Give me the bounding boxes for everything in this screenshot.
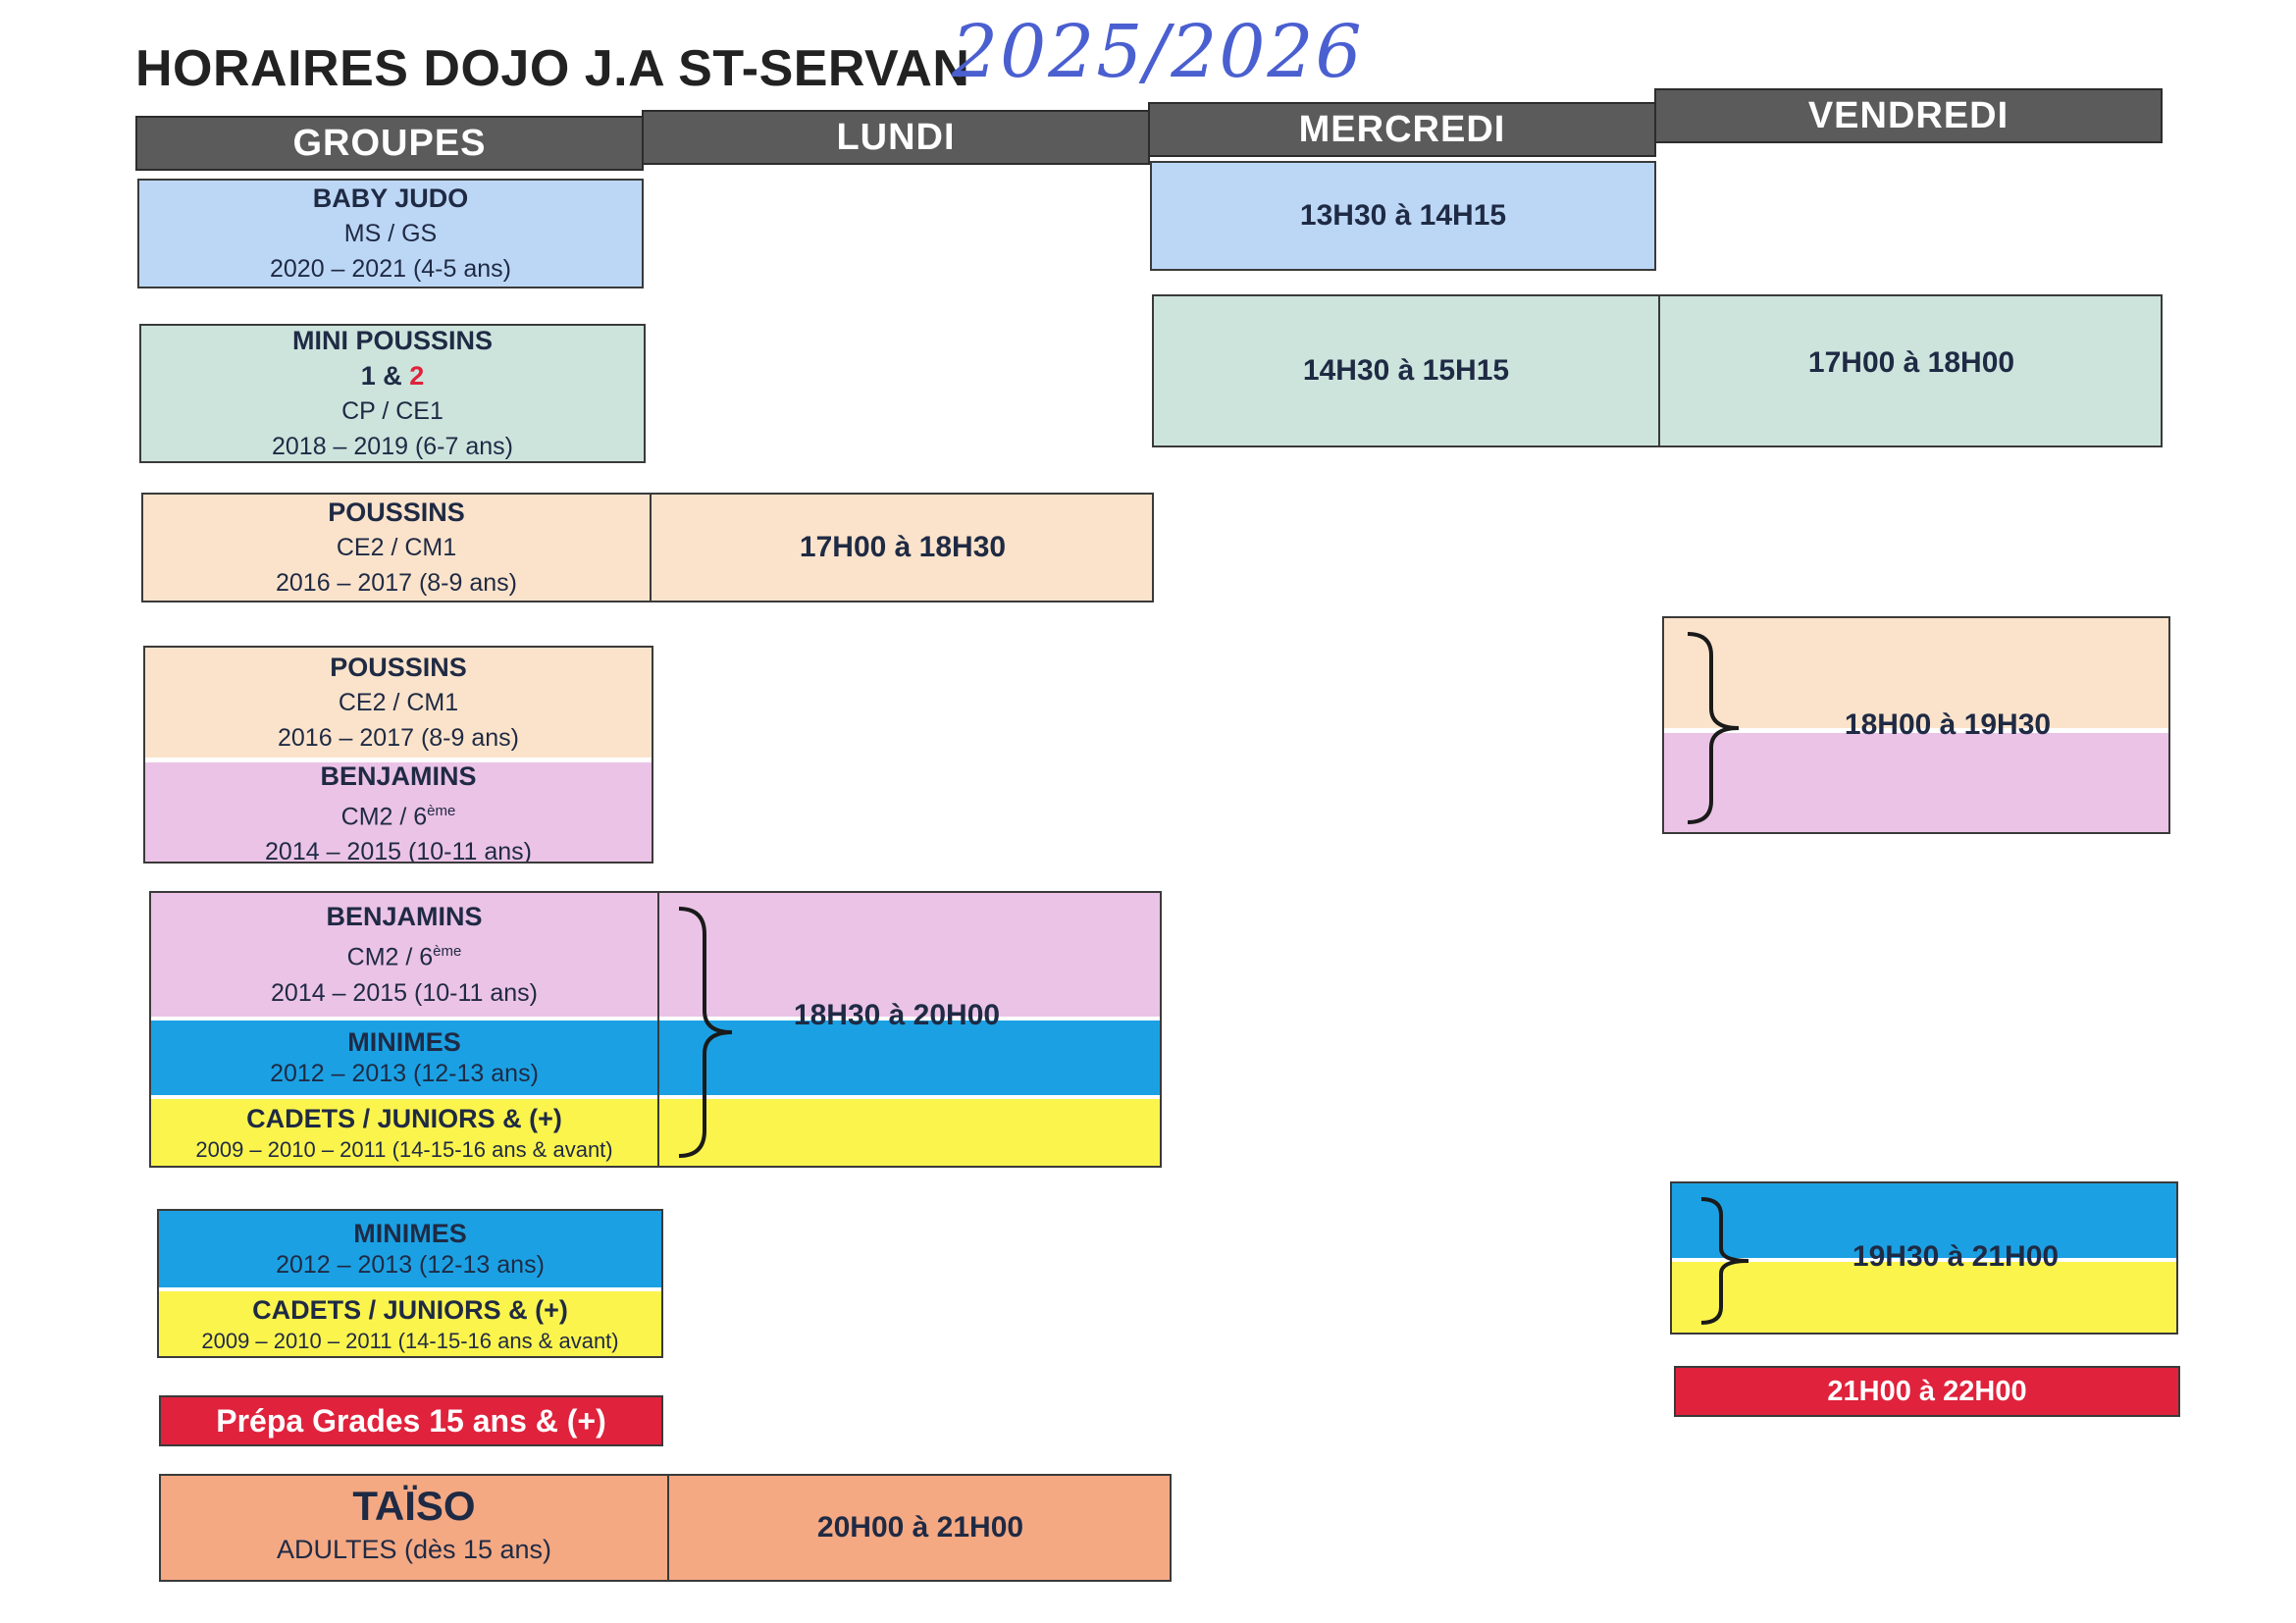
bg-minimes bbox=[1672, 1183, 2176, 1258]
header-lundi: LUNDI bbox=[642, 110, 1150, 165]
divider bbox=[1658, 296, 1660, 445]
group-taiso: TAÏSO ADULTES (dès 15 ans) bbox=[161, 1476, 667, 1580]
divider bbox=[667, 1476, 669, 1580]
slot-time: 18H00 à 19H30 bbox=[1844, 708, 2052, 741]
group-years: 2014 – 2015 (10-11 ans) bbox=[271, 978, 538, 1007]
group-years: 2012 – 2013 (12-13 ans) bbox=[276, 1251, 545, 1279]
level-sup: ème bbox=[433, 943, 462, 961]
separator bbox=[151, 1095, 1160, 1099]
bg-benjamins bbox=[151, 893, 1160, 1017]
header-vendredi: VENDREDI bbox=[1654, 88, 2163, 143]
slot-pous-benj-vendredi: 18H00 à 19H30 bbox=[1662, 616, 2170, 834]
mini-poussins-slots: 14H30 à 15H15 17H00 à 18H00 bbox=[1152, 294, 2163, 447]
bg-cadets bbox=[151, 1099, 1160, 1166]
separator bbox=[151, 1017, 1160, 1021]
group-poussins: POUSSINS CE2 / CM1 2016 – 2017 (8-9 ans) bbox=[143, 495, 650, 601]
slot-poussins-lundi: 17H00 à 18H30 bbox=[799, 531, 1007, 563]
slot-taiso-lundi: 20H00 à 21H00 bbox=[816, 1511, 1024, 1544]
group-minimes-2: MINIMES 2012 – 2013 (12-13 ans) bbox=[159, 1211, 661, 1287]
group-years: 2009 – 2010 – 2011 (14-15-16 ans & avant… bbox=[201, 1329, 619, 1353]
group-name: MINIMES bbox=[353, 1219, 467, 1248]
bg-benjamins bbox=[1664, 733, 2168, 832]
slot-benj-min-cad-lundi: 18H30 à 20H00 bbox=[793, 999, 1001, 1031]
slot-min-cad-vendredi: 19H30 à 21H00 bbox=[1670, 1181, 2178, 1335]
slot-time: 19H30 à 21H00 bbox=[1852, 1240, 2060, 1273]
group-poussins-benjamins: POUSSINS CE2 / CM1 2016 – 2017 (8-9 ans)… bbox=[143, 646, 653, 864]
group-name: TAÏSO bbox=[352, 1483, 476, 1529]
group-baby-judo: BABY JUDO MS / GS 2020 – 2021 (4-5 ans) bbox=[137, 179, 644, 288]
group-name: CADETS / JUNIORS & (+) bbox=[246, 1104, 562, 1133]
handwritten-year: 2025/2026 bbox=[952, 10, 1364, 94]
group-name: BENJAMINS bbox=[320, 760, 477, 791]
group-number-2: 2 bbox=[409, 361, 425, 391]
brace-icon bbox=[1687, 632, 1740, 824]
group-cadets-2: CADETS / JUNIORS & (+) 2009 – 2010 – 201… bbox=[159, 1291, 661, 1356]
level-sup: ème bbox=[427, 802, 456, 819]
group-years: 2016 – 2017 (8-9 ans) bbox=[277, 724, 519, 752]
group-name: BENJAMINS bbox=[326, 902, 483, 932]
separator bbox=[1672, 1258, 2176, 1262]
header-groupes: GROUPES bbox=[135, 116, 644, 171]
divider bbox=[650, 495, 652, 601]
group-number-1: 1 & bbox=[360, 361, 410, 391]
group-name: POUSSINS bbox=[328, 497, 465, 527]
group-level: CE2 / CM1 bbox=[336, 534, 457, 561]
group-minimes-cadets: MINIMES 2012 – 2013 (12-13 ans) CADETS /… bbox=[157, 1209, 663, 1358]
bg-poussins bbox=[1664, 618, 2168, 728]
slot-prepa-vendredi: 21H00 à 22H00 bbox=[1674, 1366, 2180, 1417]
bg-cadets bbox=[1672, 1262, 2176, 1333]
bg-minimes bbox=[151, 1021, 1160, 1095]
group-minimes: MINIMES 2012 – 2013 (12-13 ans) bbox=[151, 1021, 657, 1095]
group-years: 2014 – 2015 (10-11 ans) bbox=[265, 838, 532, 864]
group-level: CP / CE1 bbox=[341, 397, 444, 425]
level-text: CM2 / 6 bbox=[340, 803, 428, 831]
header-mercredi: MERCREDI bbox=[1148, 102, 1656, 157]
group-name: CADETS / JUNIORS & (+) bbox=[252, 1295, 568, 1325]
group-name: POUSSINS bbox=[330, 653, 467, 682]
group-level: MS / GS bbox=[343, 220, 438, 247]
separator bbox=[1664, 728, 2168, 733]
brace-icon bbox=[678, 907, 733, 1158]
group-level: CM2 / 6ème bbox=[347, 934, 462, 974]
group-years: 2020 – 2021 (4-5 ans) bbox=[269, 255, 511, 283]
brace-icon bbox=[1700, 1197, 1749, 1325]
slot-baby-mercredi: 13H30 à 14H15 bbox=[1150, 161, 1656, 271]
group-years: 2012 – 2013 (12-13 ans) bbox=[270, 1060, 539, 1087]
group-mini-poussins: MINI POUSSINS 1 & 2 CP / CE1 2018 – 2019… bbox=[139, 324, 646, 463]
separator bbox=[159, 1287, 661, 1291]
group-name: MINIMES bbox=[347, 1027, 461, 1057]
divider bbox=[657, 893, 659, 1166]
group-name: BABY JUDO bbox=[312, 183, 469, 213]
group-cadets: CADETS / JUNIORS & (+) 2009 – 2010 – 201… bbox=[151, 1099, 657, 1166]
benj-min-cad-row: BENJAMINS CM2 / 6ème 2014 – 2015 (10-11 … bbox=[149, 891, 1162, 1168]
taiso-row: TAÏSO ADULTES (dès 15 ans) 20H00 à 21H00 bbox=[159, 1474, 1172, 1582]
group-name: MINI POUSSINS bbox=[291, 326, 494, 355]
separator bbox=[145, 758, 652, 762]
group-prepa-grades: Prépa Grades 15 ans & (+) bbox=[159, 1395, 663, 1446]
group-level: CM2 / 6ème bbox=[341, 794, 456, 834]
page-title: HORAIRES DOJO J.A ST-SERVAN bbox=[135, 40, 970, 97]
level-text: CM2 / 6 bbox=[346, 943, 434, 971]
group-years: 2009 – 2010 – 2011 (14-15-16 ans & avant… bbox=[195, 1137, 613, 1162]
group-numbers: 1 & 2 bbox=[361, 358, 425, 393]
group-years: 2018 – 2019 (6-7 ans) bbox=[271, 433, 513, 460]
slot-mini-mercredi: 14H30 à 15H15 bbox=[1302, 354, 1510, 387]
slot-mini-vendredi: 17H00 à 18H00 bbox=[1807, 346, 2015, 380]
poussins-row: POUSSINS CE2 / CM1 2016 – 2017 (8-9 ans)… bbox=[141, 493, 1154, 602]
group-level: ADULTES (dès 15 ans) bbox=[276, 1535, 552, 1564]
group-poussins-2: POUSSINS CE2 / CM1 2016 – 2017 (8-9 ans) bbox=[145, 648, 652, 758]
group-level: CE2 / CM1 bbox=[338, 689, 459, 716]
group-benjamins: BENJAMINS CM2 / 6ème 2014 – 2015 (10-11 … bbox=[145, 760, 652, 864]
group-benjamins-2: BENJAMINS CM2 / 6ème 2014 – 2015 (10-11 … bbox=[151, 893, 657, 1017]
group-years: 2016 – 2017 (8-9 ans) bbox=[275, 569, 517, 597]
